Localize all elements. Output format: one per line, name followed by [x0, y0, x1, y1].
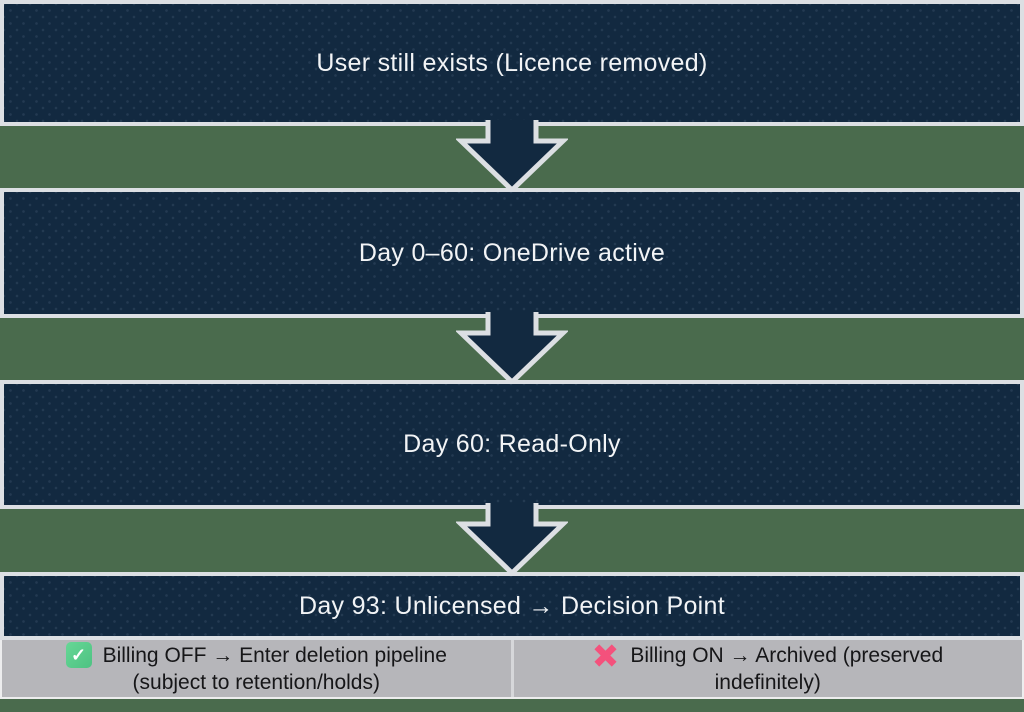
outcome-billing-off-text: Billing OFF → Enter deletion pipeline — [102, 643, 447, 667]
check-icon: ✓ — [65, 642, 92, 668]
flow-step-user-exists-label: User still exists (Licence removed) — [316, 48, 708, 77]
connector-2 — [0, 312, 1024, 384]
outcome-billing-on-subtext: indefinitely) — [714, 670, 821, 694]
flow-step-user-exists: User still exists (Licence removed) — [0, 0, 1024, 126]
bottom-strip — [0, 699, 1024, 712]
flow-step-day0-60-label: Day 0–60: OneDrive active — [358, 238, 666, 267]
flow-step-day60-label: Day 60: Read-Only — [403, 430, 621, 458]
decision-outcomes: ✓ Billing OFF → Enter deletion pipeline … — [0, 640, 1024, 699]
flow-step-day93-label: Day 93: Unlicensed → Decision Point — [299, 591, 725, 620]
flow-step-day0-60: Day 0–60: OneDrive active — [0, 188, 1024, 318]
outcome-billing-on-line1: Billing ON → Archived (preserved — [592, 642, 943, 669]
connector-1 — [0, 120, 1024, 192]
down-arrow-icon — [456, 503, 568, 575]
outcome-divider — [510, 640, 514, 697]
cross-icon — [592, 642, 619, 669]
outcome-billing-off-line1: ✓ Billing OFF → Enter deletion pipeline — [65, 642, 447, 669]
outcome-billing-on: Billing ON → Archived (preserved indefin… — [514, 640, 1023, 697]
down-arrow-icon — [456, 312, 568, 384]
outcome-billing-off-subtext: (subject to retention/holds) — [132, 670, 380, 694]
outcome-billing-off: ✓ Billing OFF → Enter deletion pipeline … — [2, 640, 511, 697]
flow-step-day60: Day 60: Read-Only — [0, 380, 1024, 509]
down-arrow-icon — [456, 120, 568, 192]
flow-step-day93: Day 93: Unlicensed → Decision Point — [0, 572, 1024, 640]
outcome-billing-on-text: Billing ON → Archived (preserved — [630, 643, 944, 667]
connector-3 — [0, 503, 1024, 575]
